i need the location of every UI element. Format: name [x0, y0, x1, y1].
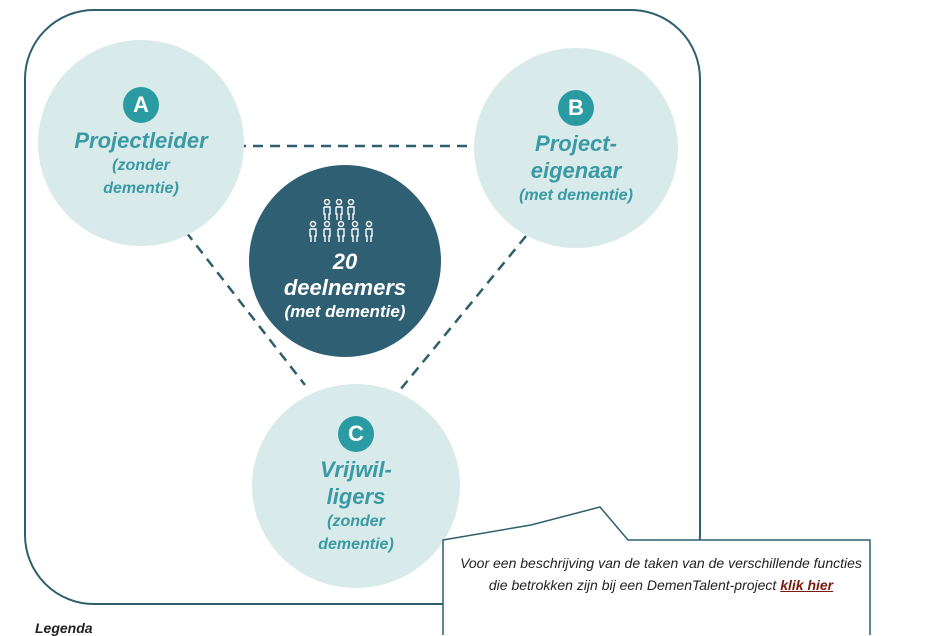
participant-label: deelnemers [283, 275, 407, 300]
role-a-circle: A Projectleider (zonder dementie) [38, 40, 244, 246]
role-b-subtitle: (met dementie) [519, 186, 633, 204]
diagram-frame [24, 9, 701, 605]
role-a-title: Projectleider [74, 127, 208, 153]
role-a-subtitle: (zonder dementie) [103, 156, 179, 197]
people-icon [309, 199, 373, 242]
callout-link[interactable]: klik hier [780, 577, 834, 593]
participant-count: 20 [332, 249, 358, 274]
role-c-title: Vrijwil-ligers [320, 457, 392, 509]
callout-description: Voor een beschrijving van de taken van d… [460, 555, 862, 593]
role-b-title: Project-eigenaar [530, 130, 622, 183]
participant-subtitle: (met dementie) [284, 302, 406, 321]
role-c-subtitle: (zonder dementie) [318, 513, 394, 553]
legend-label: Legenda [35, 620, 93, 636]
badge-b: B [558, 89, 594, 126]
callout-text: Voor een beschrijving van de taken van d… [452, 552, 870, 596]
connector-a-c [185, 231, 306, 386]
role-b-circle: B Project-eigenaar (met dementie) [474, 48, 678, 248]
badge-a: A [123, 86, 159, 123]
participants-circle: 20 deelnemers (met dementie) [249, 165, 441, 357]
role-c-circle: C Vrijwil-ligers (zonder dementie) [252, 384, 460, 588]
badge-c: C [338, 416, 374, 452]
